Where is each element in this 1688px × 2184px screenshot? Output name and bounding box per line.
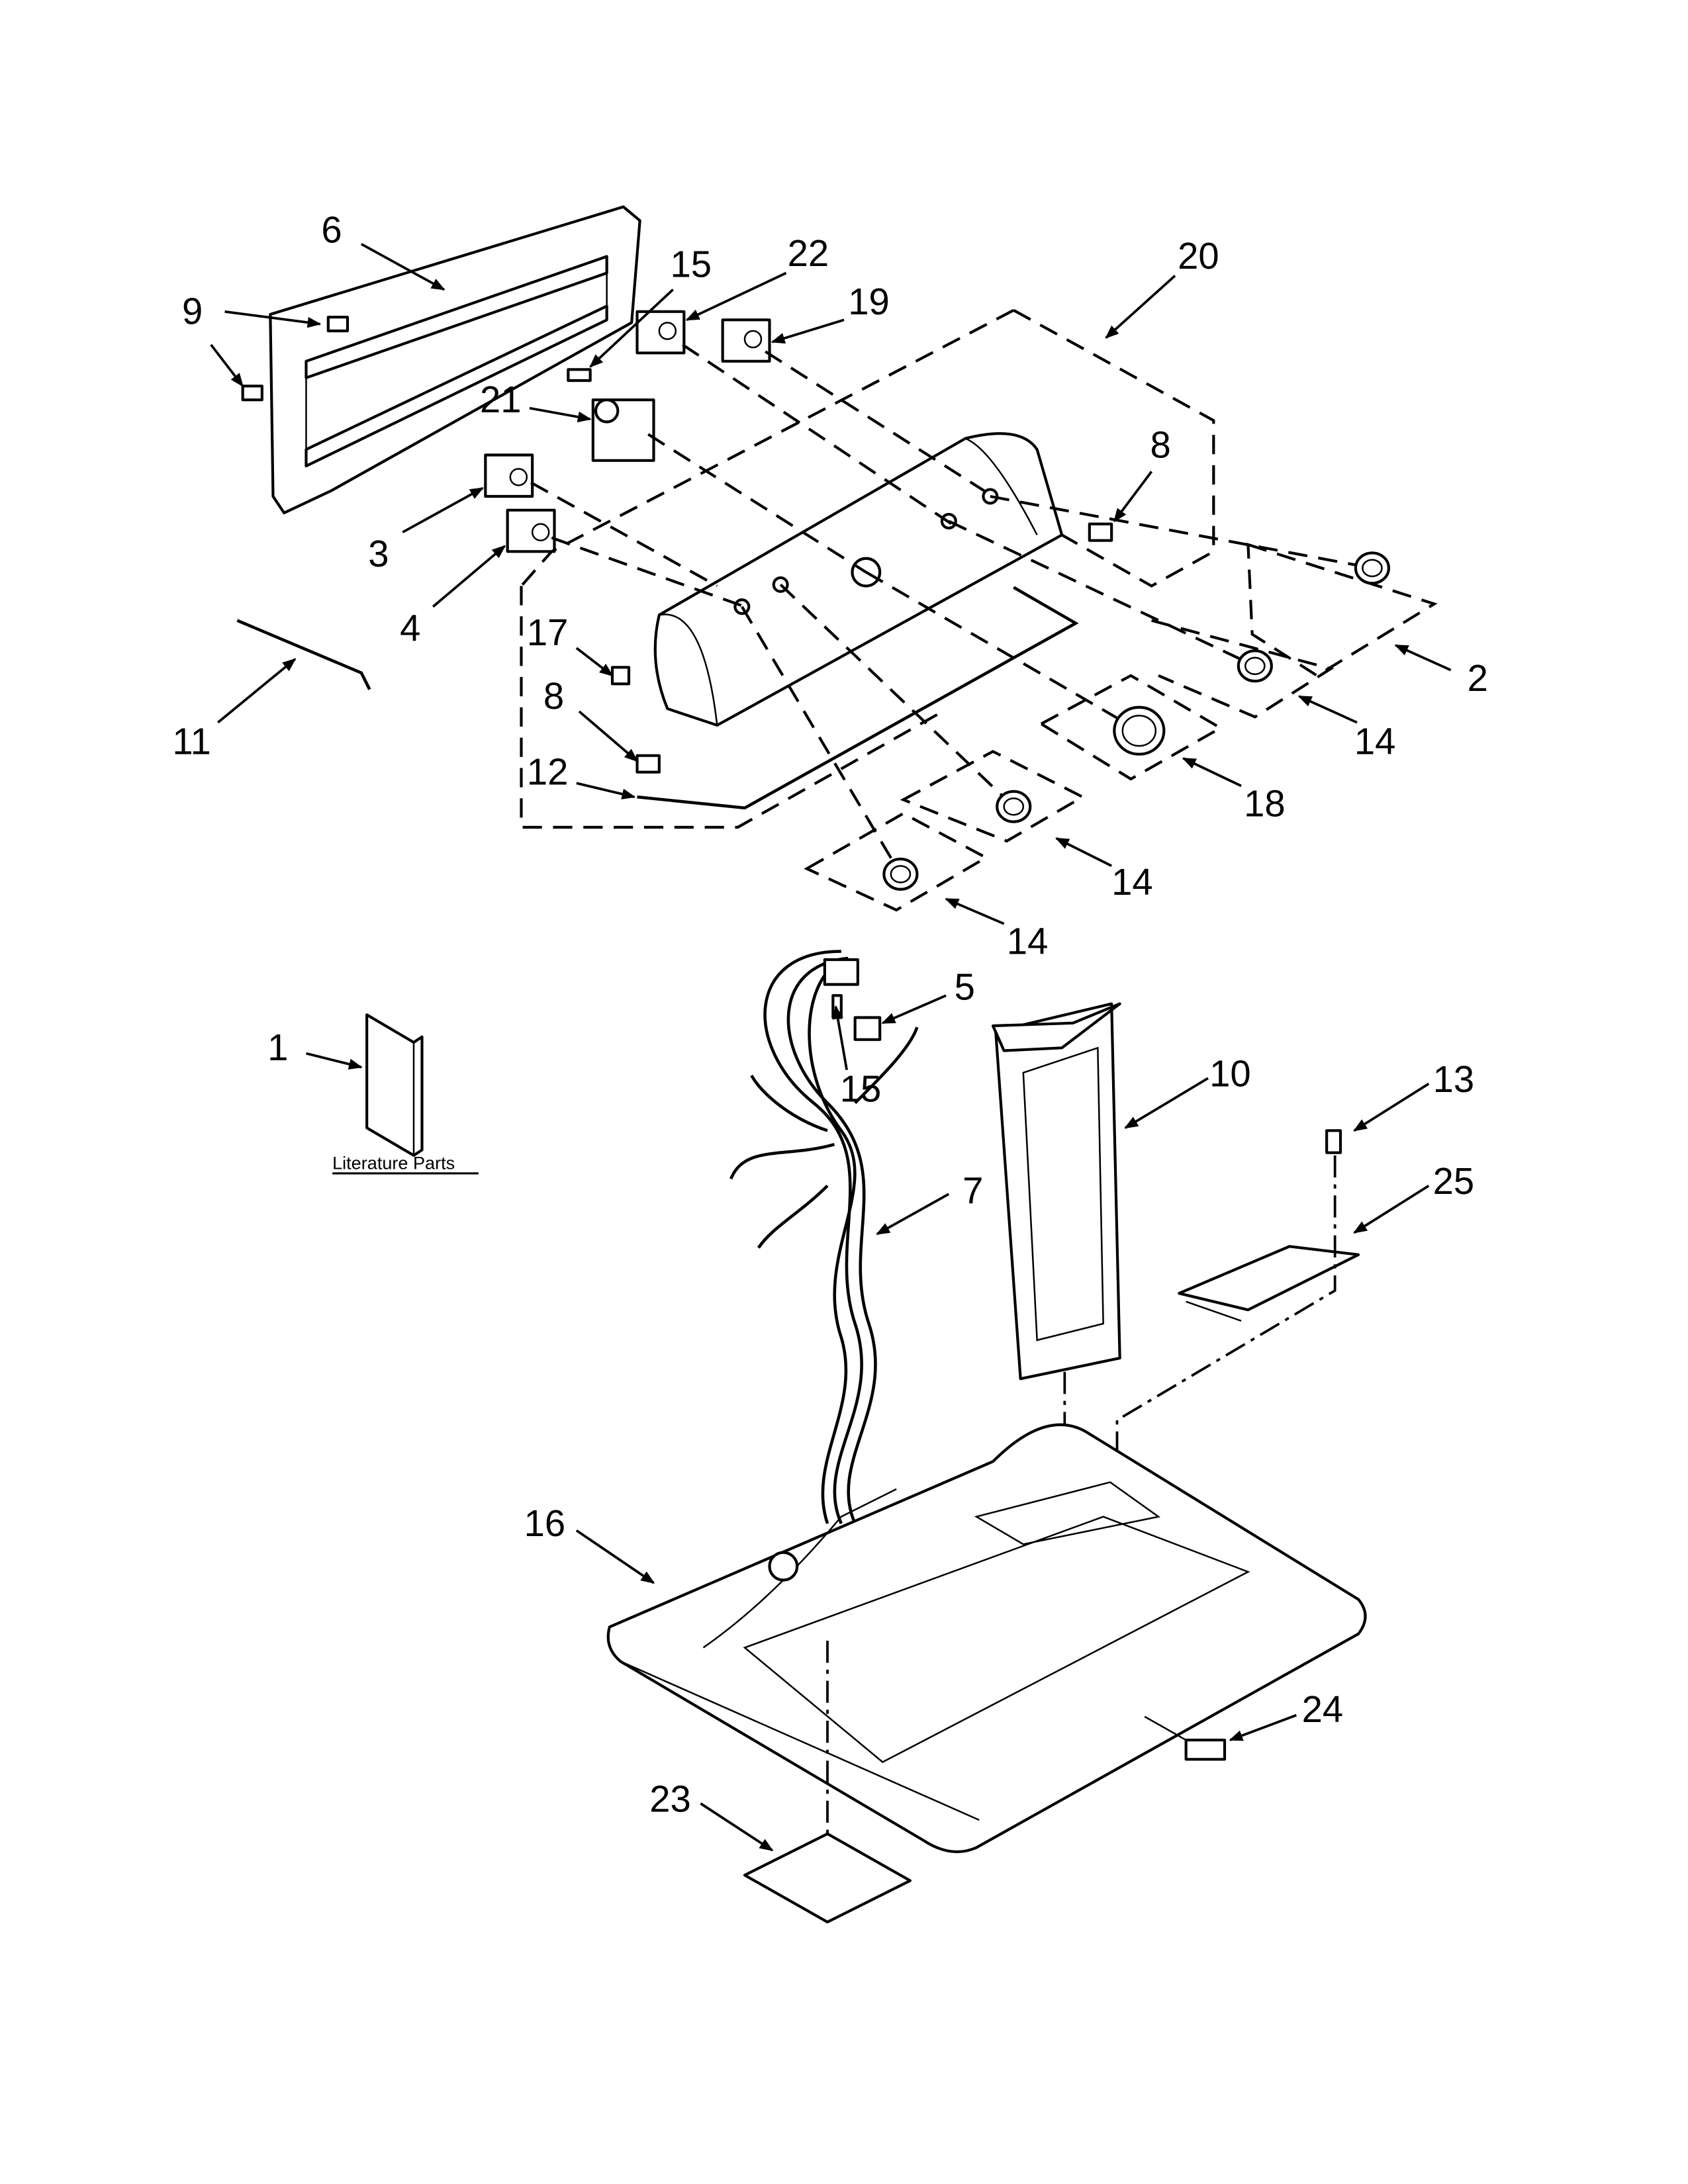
callout-24: 24 xyxy=(1302,1688,1344,1730)
callout-6: 6 xyxy=(321,209,342,251)
callout-23: 23 xyxy=(649,1778,691,1820)
callout-14-a: 14 xyxy=(1354,721,1396,762)
part-8-clip-bottom xyxy=(635,754,661,774)
callout-14-c: 14 xyxy=(1007,921,1049,962)
assembly-line-25 xyxy=(1115,1155,1336,1489)
literature-caption: Literature Parts xyxy=(332,1153,455,1173)
callout-3: 3 xyxy=(368,533,389,574)
callout-8-bottom: 8 xyxy=(543,675,564,717)
assembly-lines xyxy=(520,308,1438,912)
callout-14-b: 14 xyxy=(1111,861,1153,903)
callout-20: 20 xyxy=(1178,235,1219,277)
part-9-screws xyxy=(241,316,350,402)
callout-22: 22 xyxy=(788,232,829,274)
callout-9: 9 xyxy=(182,291,203,332)
callout-5: 5 xyxy=(955,966,975,1007)
callout-16: 16 xyxy=(524,1502,566,1544)
callout-15-top: 15 xyxy=(671,244,712,285)
callout-13: 13 xyxy=(1433,1058,1475,1100)
part-19-switch xyxy=(721,318,771,363)
part-16-top xyxy=(606,1423,1367,1854)
callout-11: 11 xyxy=(172,721,211,762)
part-11-wire xyxy=(236,619,371,690)
part-8-clip-top xyxy=(1088,522,1113,542)
callout-4: 4 xyxy=(400,608,420,649)
part-22-switch xyxy=(635,310,686,355)
part-12-strip xyxy=(637,586,1079,810)
callout-labels: 6 9 15 22 19 20 21 8 3 4 2 14 17 8 11 12… xyxy=(172,209,1488,1820)
callout-19: 19 xyxy=(848,281,890,322)
part-3-switch xyxy=(484,453,534,498)
callout-15-bottom: 15 xyxy=(840,1068,882,1110)
part-4-switch xyxy=(506,508,556,553)
knobs xyxy=(882,551,1391,891)
callout-7: 7 xyxy=(962,1170,983,1212)
part-15-screw xyxy=(567,368,592,383)
part-21-timer xyxy=(591,398,655,462)
callout-1: 1 xyxy=(267,1026,288,1068)
part-24-badge xyxy=(1184,1739,1227,1761)
part-console xyxy=(653,432,1064,727)
callout-25: 25 xyxy=(1433,1160,1475,1202)
part-13-screw xyxy=(1325,1129,1342,1154)
callout-8-top: 8 xyxy=(1150,424,1171,466)
part-7-harness xyxy=(729,950,919,1525)
part-25-bracket xyxy=(1178,1245,1360,1322)
leader-arrows xyxy=(210,243,1452,1852)
callout-10: 10 xyxy=(1209,1053,1251,1095)
callout-12: 12 xyxy=(527,751,569,792)
callout-18: 18 xyxy=(1244,782,1286,824)
part-17-clip xyxy=(610,666,631,686)
callout-17: 17 xyxy=(527,612,569,653)
part-1-literature: Literature Parts xyxy=(332,1013,479,1175)
part-6-rear-panel xyxy=(269,205,641,515)
callout-21: 21 xyxy=(480,379,522,420)
callout-2: 2 xyxy=(1468,657,1488,699)
part-10-lid-frame xyxy=(991,1002,1121,1381)
part-23-pad xyxy=(743,1832,912,1924)
